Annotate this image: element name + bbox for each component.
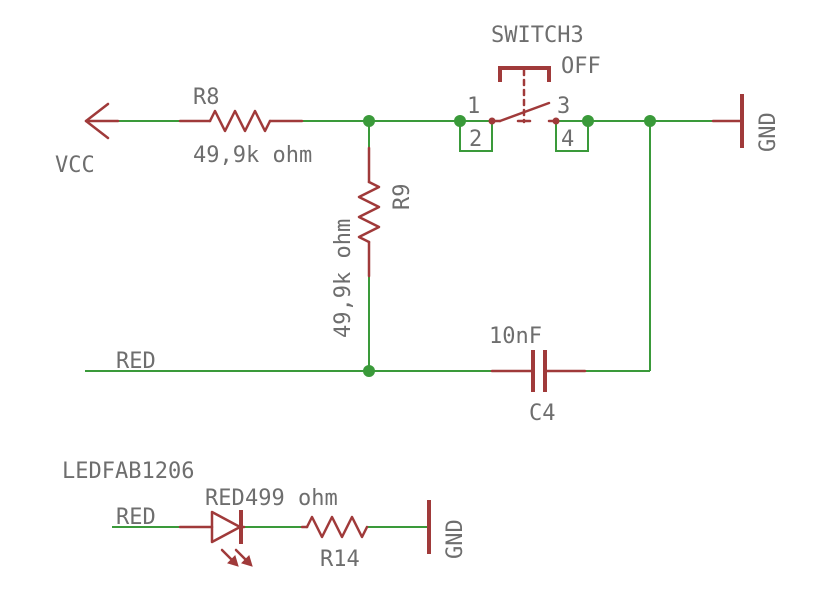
switch-name: SWITCH3 <box>491 23 584 48</box>
c4-value: 10nF <box>489 324 542 349</box>
wire-switch-pin2 <box>459 121 493 152</box>
switch-contact-right <box>552 117 560 125</box>
led-ray-arrow-icon <box>241 555 253 567</box>
junctions <box>363 115 656 377</box>
resistor-r8: R8 49,9k ohm <box>178 85 312 168</box>
gnd-1-label: GND <box>756 112 781 152</box>
r9-value: 49,9k ohm <box>331 219 356 338</box>
r8-zigzag-icon <box>208 109 272 133</box>
switch-state: OFF <box>561 54 601 79</box>
resistor-r9: R9 49,9k ohm <box>331 146 415 338</box>
switch-contact-left <box>488 117 496 125</box>
net-label-red-2: RED <box>116 505 156 530</box>
led-name: RED <box>205 486 245 511</box>
led-ray-arrow-icon <box>227 555 239 567</box>
resistor-r14: 499 ohm R14 <box>245 486 369 572</box>
junction-dot <box>644 115 656 127</box>
led-package: LEDFAB1206 <box>62 459 194 484</box>
vcc-arrow-icon <box>84 102 110 140</box>
net-label-red-1: RED <box>116 349 156 374</box>
junction-dot <box>363 365 375 377</box>
r8-value: 49,9k ohm <box>193 143 312 168</box>
junction-dot <box>582 115 594 127</box>
switch-actuator-icon <box>498 66 551 82</box>
led-triangle-icon <box>210 510 242 544</box>
c4-name: C4 <box>529 401 556 426</box>
vcc-symbol: VCC <box>55 102 120 178</box>
switch-pin-4: 4 <box>561 127 574 152</box>
r14-value: 499 ohm <box>245 486 338 511</box>
vcc-label: VCC <box>55 153 95 178</box>
junction-dot <box>454 115 466 127</box>
led-red: LEDFAB1206 RED <box>62 459 253 567</box>
switch-pin-3: 3 <box>557 94 570 119</box>
junction-dot <box>363 115 375 127</box>
r14-name: R14 <box>320 547 360 572</box>
switch-3: SWITCH3 OFF 1 2 3 4 <box>467 23 601 152</box>
gnd-2-label: GND <box>443 519 468 559</box>
wire-switch-pin4 <box>555 121 589 152</box>
gnd-symbol-2: GND <box>427 500 468 559</box>
r9-zigzag-icon <box>357 180 381 244</box>
gnd-symbol-1: GND <box>711 94 781 152</box>
r14-zigzag-icon <box>305 515 369 539</box>
switch-pin-1: 1 <box>467 94 480 119</box>
capacitor-c4: 10nF C4 <box>489 324 587 426</box>
r8-name: R8 <box>193 85 220 110</box>
r9-name: R9 <box>390 184 415 211</box>
switch-pin-2: 2 <box>469 127 482 152</box>
